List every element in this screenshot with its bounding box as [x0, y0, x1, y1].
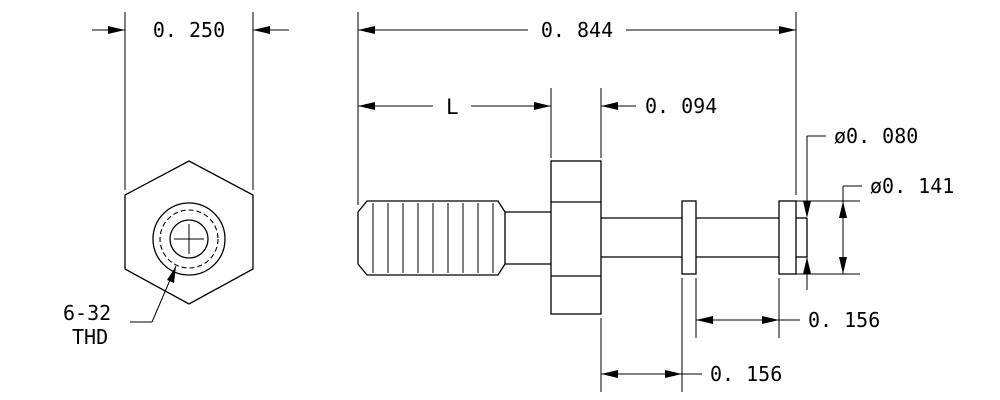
hex-end-view: [124, 160, 254, 305]
collar-spacing-dimension: 0. 156: [695, 278, 880, 338]
flange-to-collar-dimension: 0. 156: [600, 278, 782, 392]
hex-width-label: 0. 250: [153, 18, 225, 42]
collar-spacing-label: 0. 156: [808, 308, 880, 332]
hex-width-dimension: 0. 250: [92, 12, 289, 190]
side-view: [357, 160, 808, 315]
thread-callout-line2: THD: [72, 325, 108, 349]
groove-diameter-dimension: ø0. 080: [803, 124, 918, 290]
overall-length-label: 0. 844: [541, 18, 613, 42]
flange-thickness-dimension: 0. 094: [600, 88, 717, 158]
end-diameter-dimension: ø0. 141: [796, 174, 954, 275]
thread-callout-line1: 6-32: [63, 301, 111, 325]
thread-length-dimension: L: [358, 88, 552, 158]
thread-length-label: L: [446, 95, 458, 119]
groove-diameter-label: ø0. 080: [834, 124, 918, 148]
overall-length-dimension: 0. 844: [357, 12, 797, 205]
flange-thickness-label: 0. 094: [645, 94, 717, 118]
end-diameter-label: ø0. 141: [870, 174, 954, 198]
thread-callout: 6-32 THD: [63, 265, 177, 349]
flange-to-collar-label: 0. 156: [710, 362, 782, 386]
